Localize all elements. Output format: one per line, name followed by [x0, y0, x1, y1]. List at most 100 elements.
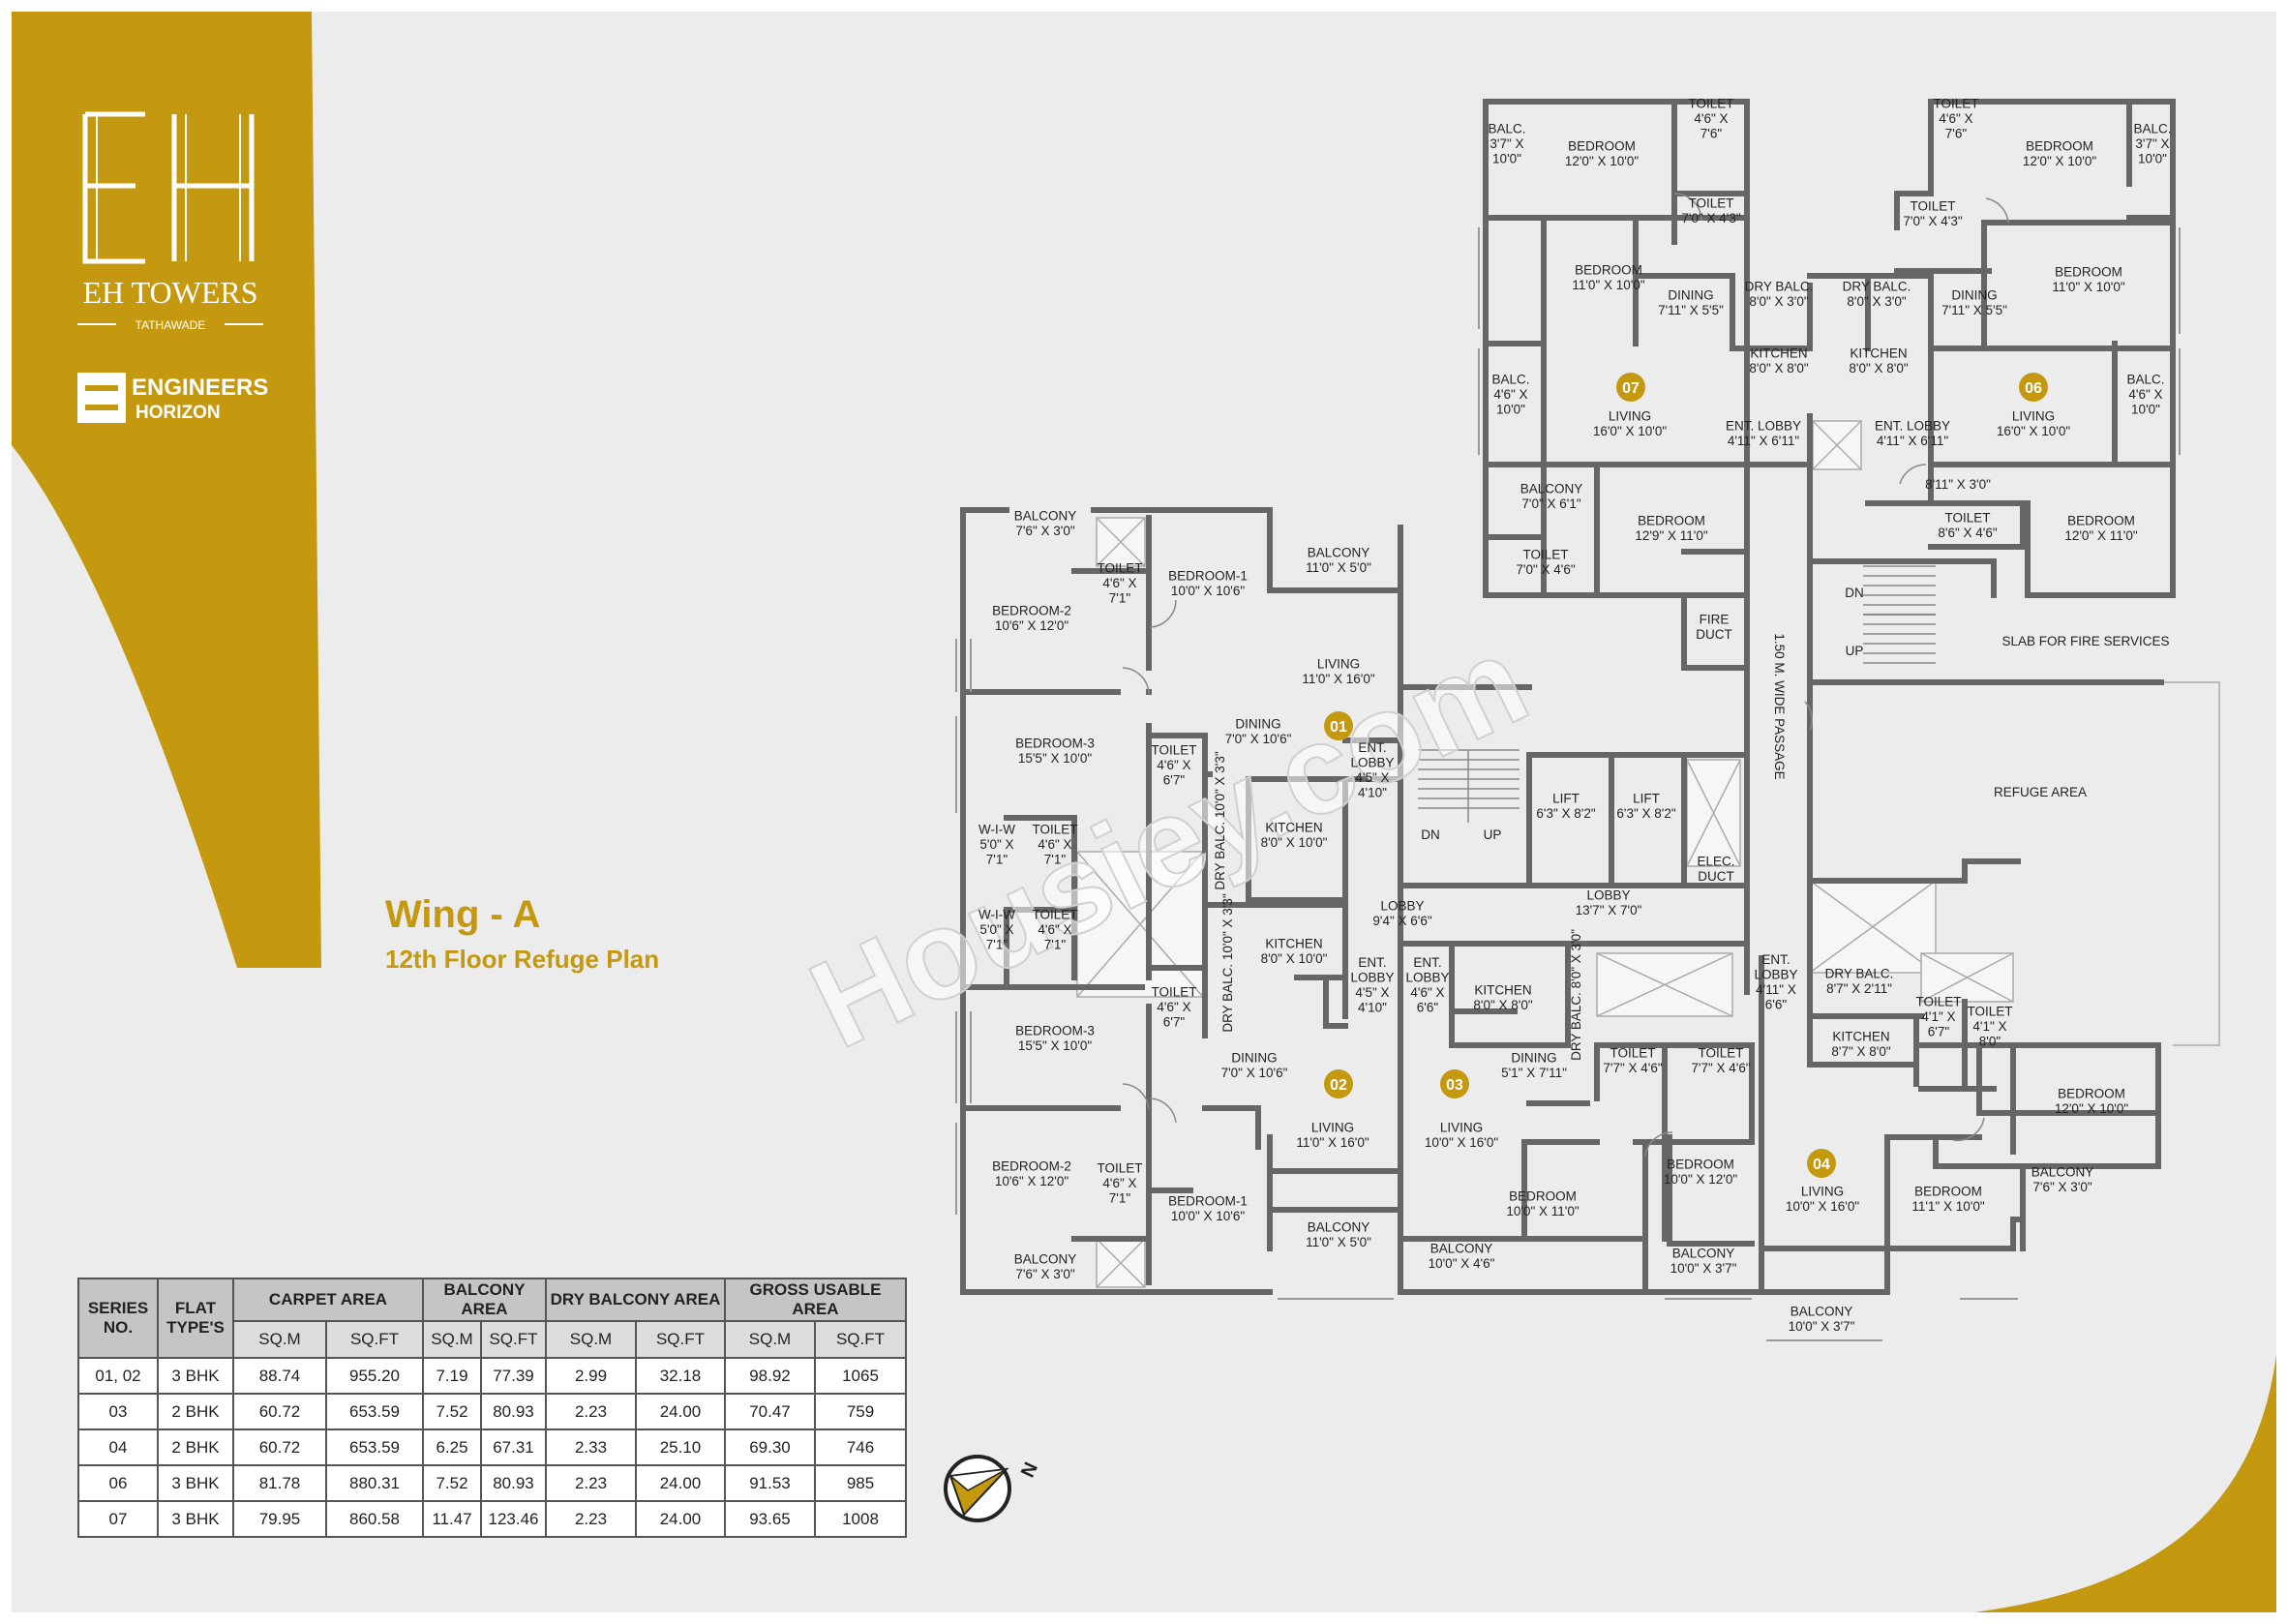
- room-dimension: 4'6" X: [2128, 387, 2162, 402]
- room-name: TOILET: [1967, 1005, 2012, 1019]
- header-series-no: SERIES NO.: [77, 1278, 159, 1359]
- room-dimension: 6'7": [1163, 1015, 1186, 1030]
- room-dimension: 7'0" X 10'6": [1225, 732, 1292, 746]
- room-name: BEDROOM-3: [1015, 736, 1095, 750]
- room-label: BALC.4'6" X10'0": [2126, 373, 2164, 417]
- room-label: DN: [1845, 586, 1864, 600]
- table-cell: 69.30: [724, 1429, 816, 1466]
- header-carpet-area: CARPET AREA: [232, 1278, 424, 1322]
- project-name: EH TOWERS: [82, 275, 257, 310]
- room-name: BALCONY: [1520, 481, 1583, 496]
- room-name: DN: [1421, 827, 1440, 842]
- room-dimension: 4'1" X: [1921, 1009, 1955, 1024]
- room-dimension: 10'0": [2131, 403, 2160, 417]
- table-cell: 77.39: [480, 1357, 547, 1395]
- room-dimension: 10'6" X 12'0": [995, 618, 1069, 633]
- room-dimension: 12'0" X 10'0": [2023, 154, 2097, 168]
- subheader-sqm: SQ.M: [232, 1320, 327, 1359]
- room-name: BALCONY: [1672, 1246, 1735, 1260]
- wing-title: Wing - A: [385, 893, 540, 936]
- room-dimension: 11'1" X 10'0": [1911, 1199, 1984, 1214]
- vertical-label: DRY BALC. 8'0" X 3'0": [1569, 929, 1583, 1061]
- room-name: BEDROOM: [1568, 138, 1636, 153]
- room-dimension: 7'6": [1945, 127, 1968, 141]
- room-dimension: 10'0": [2138, 152, 2167, 166]
- room-name: BALCONY: [1308, 1219, 1370, 1234]
- room-dimension: 8'0" X 8'0": [1849, 361, 1908, 376]
- room-name: LIVING: [1609, 408, 1651, 423]
- room-name: DINING: [1235, 716, 1280, 731]
- room-dimension: 10'6" X 12'0": [995, 1174, 1069, 1188]
- room-name: TOILET: [1944, 510, 1990, 525]
- room-dimension: 4'6" X: [1694, 111, 1728, 126]
- room-dimension: 4'6" X: [1102, 576, 1136, 590]
- room-dimension: 4'6" X: [1157, 1000, 1190, 1014]
- room-dimension: 10'0": [1492, 152, 1521, 166]
- header-flat-type: FLAT TYPE'S: [157, 1278, 234, 1359]
- room-name: LIVING: [2012, 408, 2055, 423]
- room-label: BALC.4'6" X10'0": [1491, 373, 1529, 417]
- vertical-label: DRY BALC. 10'0" X 3'3": [1213, 751, 1227, 890]
- table-cell: 2 BHK: [157, 1429, 234, 1466]
- room-name: TOILET: [1151, 743, 1196, 758]
- room-dimension: 8'0" X 10'0": [1261, 951, 1328, 966]
- table-cell: 81.78: [232, 1464, 327, 1502]
- flat-number: 04: [1813, 1157, 1830, 1173]
- room-dimension: 7'1": [1109, 591, 1131, 606]
- room-name: BEDROOM: [2067, 513, 2135, 527]
- room-dimension: 10'0" X 10'6": [1171, 1209, 1246, 1223]
- room-dimension: 6'3" X 8'2": [1536, 806, 1595, 821]
- room-dimension: 7'6": [1700, 127, 1723, 141]
- room-dimension: 4'5" X: [1355, 985, 1389, 1000]
- subheader-sqm: SQ.M: [724, 1320, 816, 1359]
- table-cell: 07: [77, 1500, 159, 1538]
- developer-name-line1: ENGINEERS: [132, 375, 268, 401]
- developer-name-line2: HORIZON: [135, 403, 221, 423]
- room-dimension: 7'1": [1109, 1191, 1131, 1206]
- room-dimension: 7'0" X 4'3": [1681, 211, 1740, 226]
- room-dimension: 4'10": [1358, 1000, 1387, 1014]
- table-cell: 98.92: [724, 1357, 816, 1395]
- table-cell: 7.52: [422, 1393, 482, 1430]
- room-dimension: 5'0" X: [979, 922, 1013, 937]
- room-label: BEDROOM-110'0" X 10'6": [1168, 568, 1248, 598]
- table-cell: 2.23: [545, 1500, 637, 1538]
- room-dimension: 15'5" X 10'0": [1018, 751, 1093, 766]
- open-shafts: [1076, 420, 2014, 1288]
- room-name: 8'11" X 3'0": [1925, 477, 1991, 492]
- floor-title: 12th Floor Refuge Plan: [385, 945, 659, 974]
- room-label: DRY BALC.8'7" X 2'11": [1825, 966, 1894, 996]
- table-cell: 06: [77, 1464, 159, 1502]
- room-dimension: 4'11" X 6'11": [1728, 434, 1799, 448]
- room-name: FIRE: [1700, 612, 1730, 626]
- room-dimension: 10'0" X 4'6": [1429, 1256, 1495, 1271]
- room-dimension: 7'0" X 10'6": [1221, 1066, 1288, 1080]
- room-dimension: 12'9" X 11'0": [1635, 528, 1707, 543]
- door-swings: [1122, 193, 2009, 1158]
- room-name: ENT.: [1761, 952, 1790, 967]
- table-cell: 6.25: [422, 1429, 482, 1466]
- table-cell: 759: [814, 1393, 907, 1430]
- walls: [960, 99, 2176, 1295]
- table-cell: 746: [814, 1429, 907, 1466]
- table-cell: 2.33: [545, 1429, 637, 1466]
